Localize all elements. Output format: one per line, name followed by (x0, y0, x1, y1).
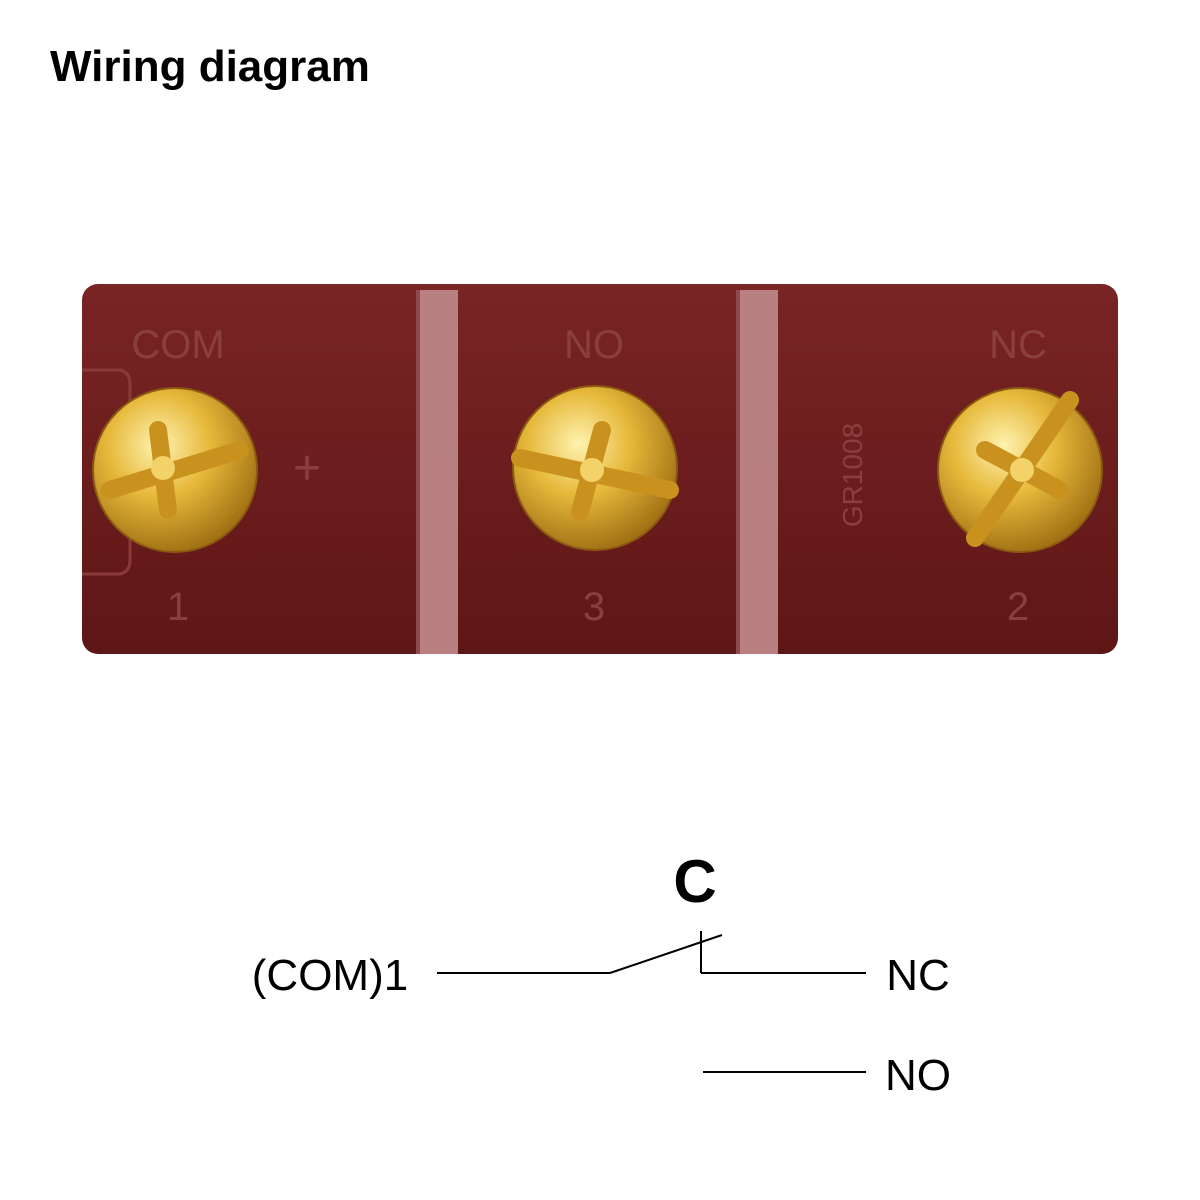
screw-nc (937, 387, 1103, 553)
separator-shade (736, 290, 740, 654)
switch-block-photo: COM NO NC 1 3 2 + GR1008 (82, 284, 1118, 654)
no-terminal-label: NO (885, 1051, 951, 1100)
terminal-number-2: 2 (1007, 585, 1029, 629)
terminal-label-nc: NC (989, 323, 1047, 367)
separator (736, 290, 778, 654)
nc-terminal-label: NC (886, 951, 950, 1000)
terminal-label-com: COM (131, 323, 224, 367)
separator-shade (416, 290, 420, 654)
separator (416, 290, 458, 654)
screw-com (92, 387, 258, 553)
terminal-number-3: 3 (583, 585, 605, 629)
screw-no (511, 385, 679, 551)
schematic-lines (437, 931, 866, 1073)
terminal-number-1: 1 (167, 585, 189, 629)
switch-arm (609, 934, 723, 974)
page-title: Wiring diagram (50, 42, 370, 91)
common-label: C (673, 848, 716, 915)
com-terminal-label: (COM)1 (252, 951, 408, 1000)
part-code: GR1008 (837, 423, 868, 527)
terminal-label-no: NO (564, 323, 624, 367)
plus-mark: + (293, 442, 321, 495)
